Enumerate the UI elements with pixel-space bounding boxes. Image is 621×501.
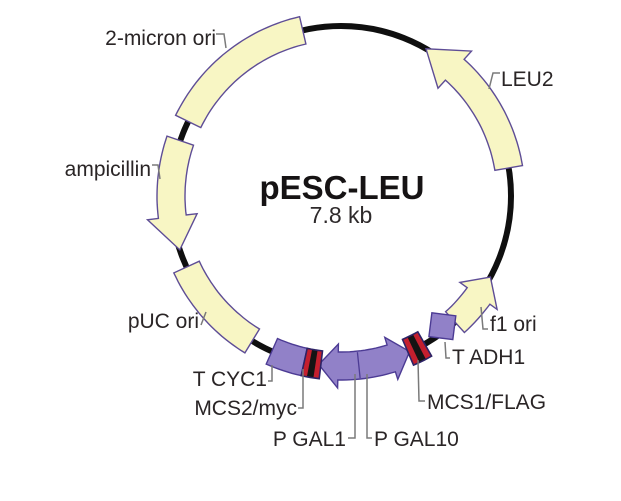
plasmid-title: pESC-LEU [260, 169, 425, 206]
feature-mcs1-flag-black-core [407, 334, 426, 363]
label-mcs2-myc: MCS2/myc [194, 397, 297, 420]
plasmid-size-label: 7.8 kb [310, 202, 373, 228]
leader-mcs1-flag [417, 359, 425, 402]
feature-p-gal-promoters-seam [356, 352, 361, 379]
label-two-micron-ori: 2-micron ori [105, 27, 216, 50]
label-p-gal10: P GAL10 [374, 428, 459, 451]
label-p-gal1: P GAL1 [273, 428, 346, 451]
feature-leu2 [425, 48, 524, 172]
feature-ampicillin [145, 135, 199, 252]
feature-f1-ori [444, 276, 499, 334]
feature-mcs2-myc [300, 347, 324, 380]
feature-mcs2-myc-black-core [306, 349, 318, 378]
leader-mcs2-myc [298, 369, 304, 409]
leader-f1-ori [480, 306, 488, 330]
feature-puc-ori [172, 260, 261, 354]
label-puc-ori: pUC ori [128, 310, 199, 333]
leader-two-micron-ori [216, 33, 227, 49]
leader-puc-ori [200, 311, 207, 326]
leader-p-gal10 [366, 374, 372, 439]
feature-two-micron-ori [174, 15, 307, 129]
feature-mcs1-flag [401, 330, 433, 367]
leader-p-gal1 [348, 374, 356, 439]
leader-ampicillin [152, 164, 161, 180]
leader-t-cyc1 [268, 365, 273, 382]
label-f1-ori: f1 ori [490, 313, 537, 336]
label-mcs1-flag: MCS1/FLAG [427, 391, 546, 414]
feature-p-gal-promoters [317, 335, 411, 390]
label-t-adh1: T ADH1 [452, 346, 525, 369]
feature-t-adh1 [428, 312, 457, 341]
leader-leu2 [488, 72, 500, 90]
leader-t-adh1 [444, 341, 450, 359]
label-t-cyc1: T CYC1 [193, 368, 267, 391]
label-ampicillin: ampicillin [65, 158, 151, 181]
label-leu2: LEU2 [501, 68, 554, 91]
